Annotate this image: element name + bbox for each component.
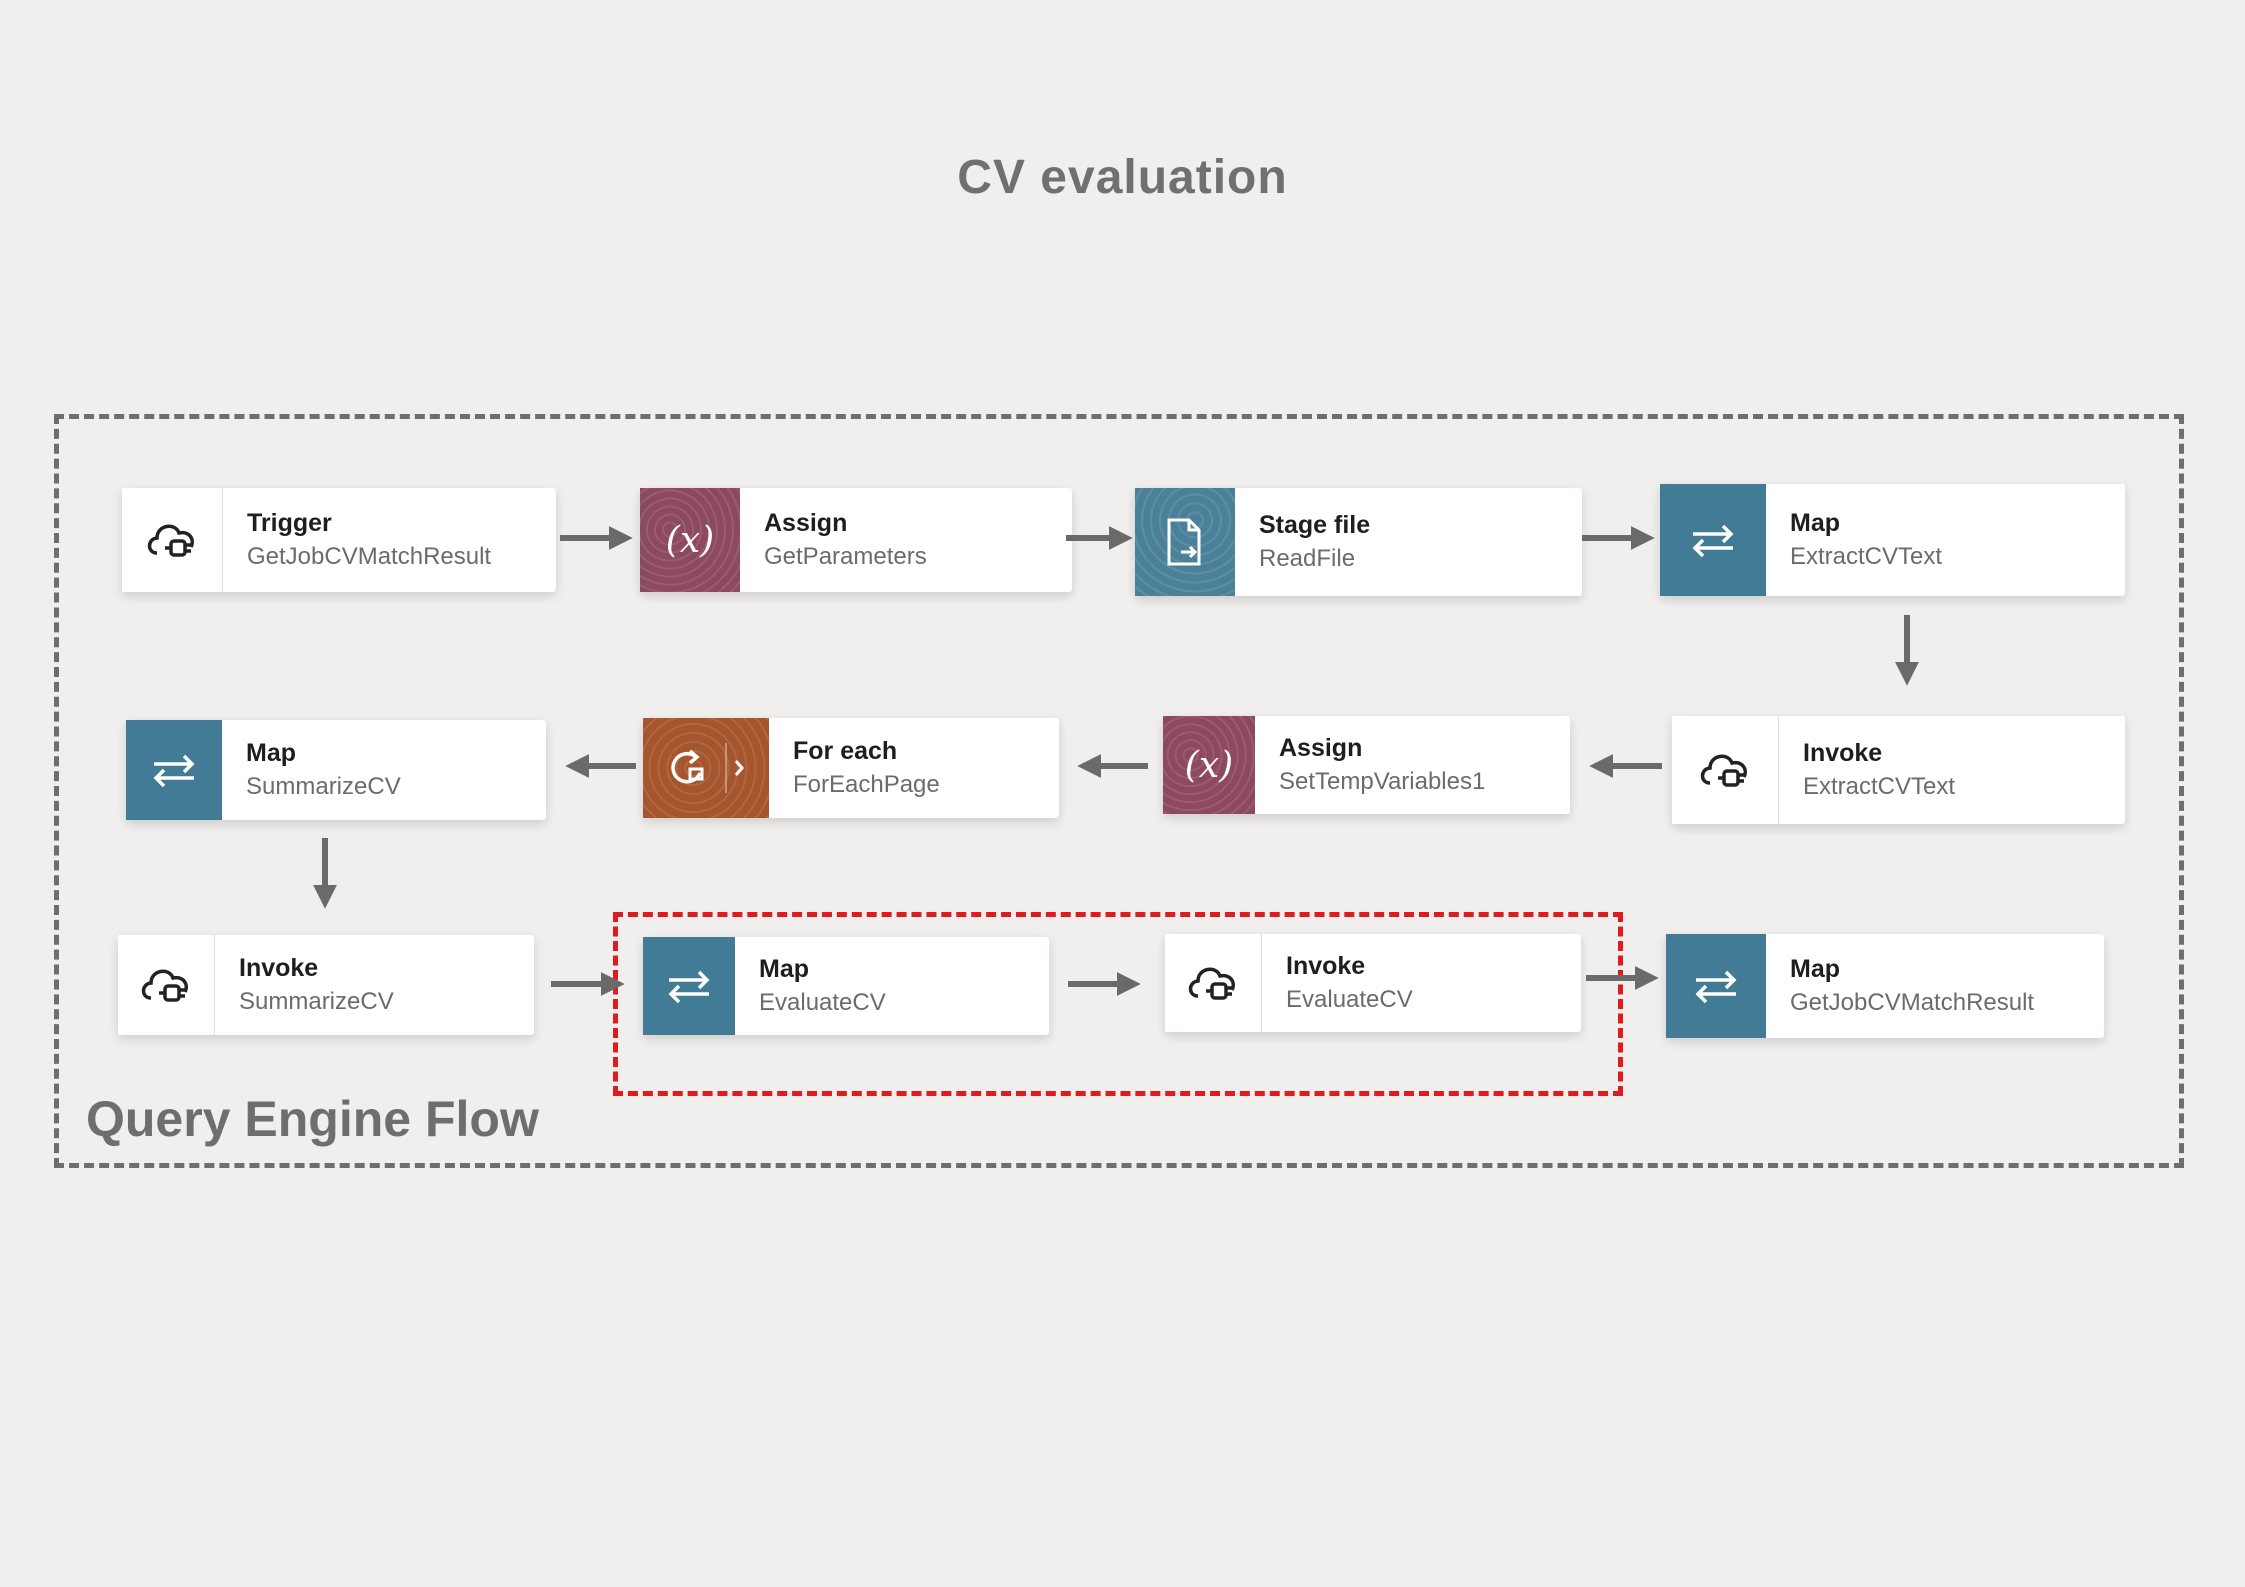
node-name: SummarizeCV <box>239 988 394 1015</box>
node-type: Assign <box>764 509 848 537</box>
node-type: Stage file <box>1259 511 1371 539</box>
map-arrows-icon <box>643 937 735 1035</box>
variable-x-icon: (x) <box>1163 716 1255 814</box>
node-type: Invoke <box>1803 739 1883 767</box>
node-type: Map <box>1790 509 1840 537</box>
node-type: Invoke <box>1286 952 1366 980</box>
node-name: SummarizeCV <box>246 773 401 800</box>
map-arrows-icon <box>1660 484 1766 596</box>
node-name: EvaluateCV <box>1286 986 1413 1013</box>
loop-icon <box>643 718 769 818</box>
node-type: Assign <box>1279 734 1363 762</box>
node-name: SetTempVariables1 <box>1279 768 1486 795</box>
cloud-plug-icon <box>1672 716 1779 824</box>
node-name: GetJobCVMatchResult <box>247 543 492 570</box>
diagram-title: CV evaluation <box>957 151 1288 204</box>
node-name: ExtractCVText <box>1803 773 1956 800</box>
svg-text:(x): (x) <box>1185 745 1233 786</box>
node-type: Map <box>759 955 809 983</box>
cloud-plug-icon <box>1165 934 1262 1032</box>
highlighted-region <box>613 912 1623 1096</box>
node-name: GetParameters <box>764 543 927 570</box>
node-name: ExtractCVText <box>1790 543 1943 570</box>
node-name: ReadFile <box>1259 545 1356 572</box>
map-arrows-icon <box>1666 934 1766 1038</box>
query-engine-flow-frame <box>54 414 2184 1168</box>
node-type: Invoke <box>239 954 319 982</box>
cloud-plug-icon <box>122 488 223 592</box>
node-name: GetJobCVMatchResult <box>1790 989 2035 1016</box>
node-type: Trigger <box>247 509 332 537</box>
stage-file-icon <box>1135 488 1235 596</box>
cloud-plug-icon <box>118 935 215 1035</box>
flow-label: Query Engine Flow <box>86 1091 539 1147</box>
node-name: ForEachPage <box>793 771 940 798</box>
map-arrows-icon <box>126 720 222 820</box>
node-name: EvaluateCV <box>759 989 886 1016</box>
node-type: For each <box>793 737 898 765</box>
node-type: Map <box>1790 955 1840 983</box>
node-type: Map <box>246 739 296 767</box>
svg-text:(x): (x) <box>666 520 714 561</box>
variable-x-icon: (x) <box>640 488 740 592</box>
